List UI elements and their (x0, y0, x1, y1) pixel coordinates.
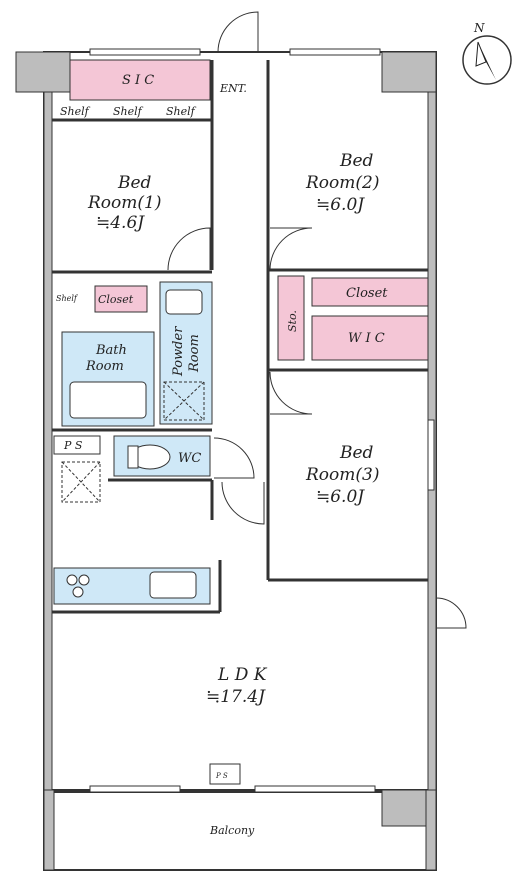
fixtures (66, 289, 203, 599)
bed2-size: ≒6.0J (316, 195, 365, 215)
shelf-label-2: Shelf (113, 105, 144, 118)
closet-label-1: Closet (98, 293, 134, 306)
bath-name-line1: Bath (95, 343, 127, 358)
storage-label: Sto. (286, 310, 299, 332)
bed2-name-line2: Room(2) (305, 173, 379, 193)
wc-label: WC (178, 451, 201, 466)
bed1-size: ≒4.6J (96, 213, 145, 233)
north-arrow-icon (462, 35, 512, 85)
ventilation-boxes (61, 381, 205, 503)
ps-boxes (53, 435, 241, 785)
bed1-name-line2: Room(1) (87, 193, 161, 213)
closet-label-2: Closet (346, 286, 388, 301)
bed3-name-line1: Bed (339, 443, 374, 463)
north-label: N (473, 21, 485, 35)
shelf-label-4: Shelf (56, 294, 79, 303)
storage-areas (69, 59, 429, 361)
bed3-size: ≒6.0J (316, 487, 365, 507)
balcony-label: Balcony (209, 824, 255, 837)
bed1-name-line1: Bed (117, 173, 152, 193)
ldk-size: ≒17.4J (206, 687, 266, 707)
powder-name-line2: Room (187, 334, 202, 373)
ps-label-2: P S (215, 772, 228, 780)
sic-label: S I C (122, 73, 154, 88)
bed2-name-line1: Bed (339, 151, 374, 171)
ps-label-1: P S (63, 439, 83, 452)
powder-name-line1: Powder (171, 326, 186, 377)
shelf-label-1: Shelf (60, 105, 91, 118)
bed3-name-line2: Room(3) (305, 465, 379, 485)
interior-walls (52, 60, 428, 614)
windows (89, 48, 435, 793)
door-swings (167, 11, 467, 629)
wic-label: W I C (348, 331, 385, 346)
entrance-label: ENT. (219, 82, 247, 95)
bath-name-line2: Room (85, 359, 124, 374)
ldk-name: L D K (217, 665, 268, 685)
shelf-label-3: Shelf (166, 105, 197, 118)
